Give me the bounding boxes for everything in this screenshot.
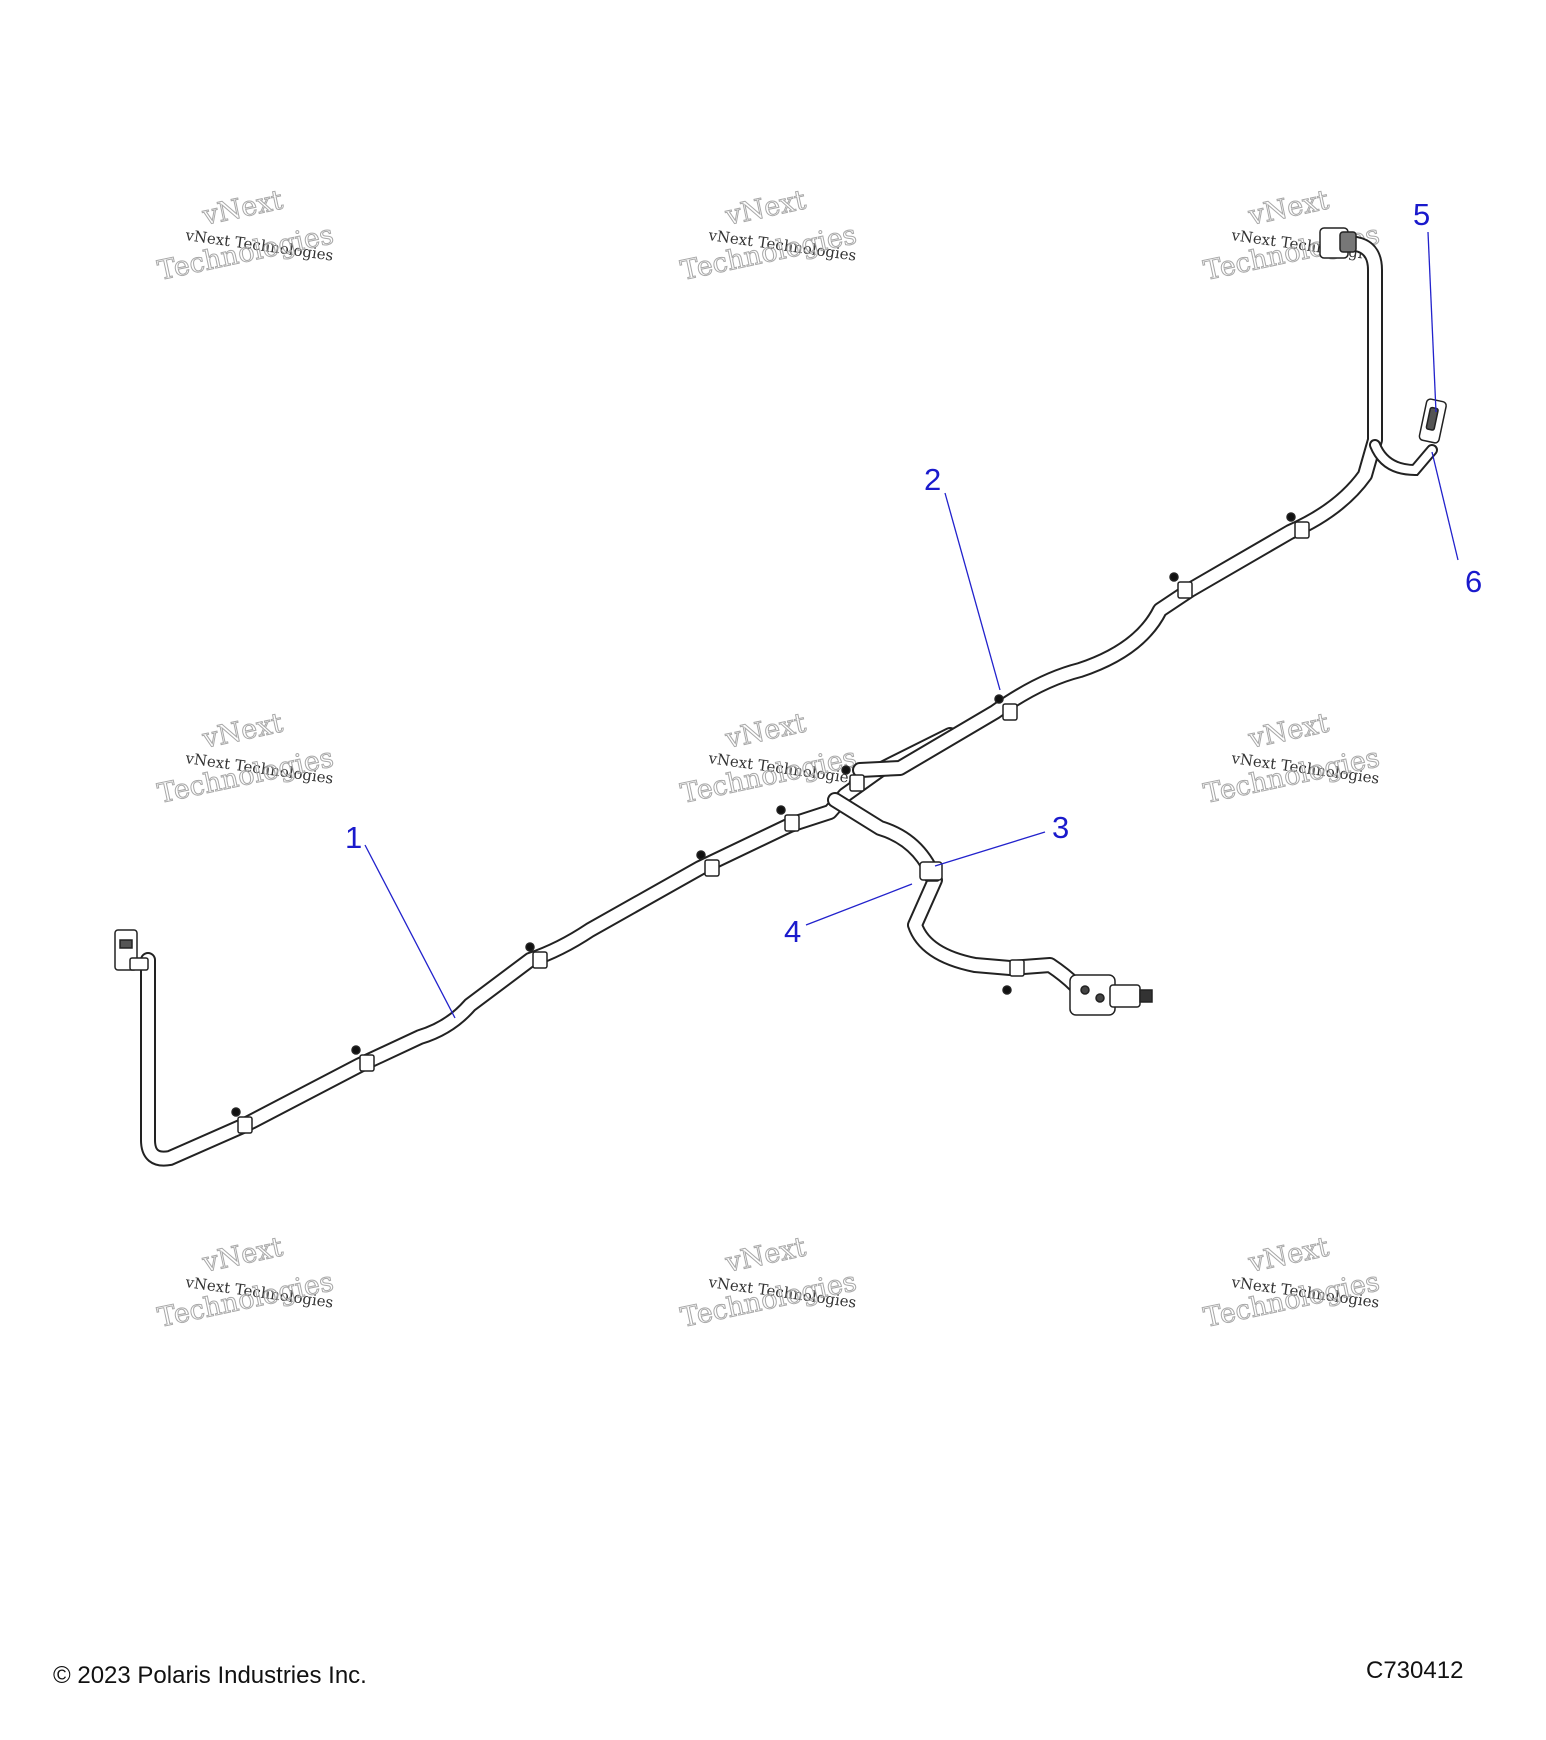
svg-text:Technologies: Technologies — [678, 1266, 859, 1333]
svg-text:vNext: vNext — [722, 185, 809, 232]
watermark: vNext vNext Technologies Technologies — [155, 184, 337, 287]
callout-3: 3 — [1052, 810, 1069, 845]
harness-body-upper — [854, 234, 1381, 776]
watermark: vNext vNext Technologies Technologies — [678, 184, 860, 287]
connector-left — [114, 929, 149, 971]
watermark: vNext vNext Technologies Technologies — [1201, 1231, 1383, 1334]
svg-text:vNext: vNext — [1245, 708, 1332, 755]
watermark: vNext vNext Technologies Technologies — [1201, 707, 1383, 810]
clip — [1286, 512, 1310, 539]
connector-item-5 — [1418, 398, 1447, 444]
svg-text:vNext: vNext — [199, 1232, 286, 1279]
svg-text:vNext: vNext — [1245, 1232, 1332, 1279]
leader-3 — [934, 831, 1046, 867]
t-junction-item-3 — [919, 861, 943, 881]
leader-6 — [1431, 451, 1459, 561]
watermark: vNext vNext Technologies Technologies — [155, 707, 337, 810]
svg-text:vNext: vNext — [199, 708, 286, 755]
clip — [994, 694, 1018, 721]
clip — [841, 765, 865, 792]
callout-5: 5 — [1413, 197, 1430, 232]
svg-text:vNext: vNext — [199, 185, 286, 232]
harness-body — [142, 729, 956, 1165]
copyright-text: © 2023 Polaris Industries Inc. — [53, 1662, 367, 1689]
clip — [1002, 959, 1025, 995]
connector-bottom — [1069, 974, 1153, 1016]
svg-text:Technologies: Technologies — [155, 742, 336, 809]
clip — [351, 1045, 375, 1072]
harness-body-branch-right — [1371, 441, 1436, 475]
callouts: 1 2 3 4 5 6 — [345, 197, 1482, 1019]
watermark: vNext vNext Technologies Technologies — [678, 1231, 860, 1334]
harness-clips — [231, 512, 1310, 1134]
clip — [696, 850, 720, 877]
clip — [525, 942, 548, 969]
callout-1: 1 — [345, 820, 362, 855]
leader-2 — [944, 492, 1001, 691]
leader-5 — [1427, 231, 1437, 413]
svg-text:vNext: vNext — [722, 1232, 809, 1279]
svg-text:Technologies: Technologies — [1201, 742, 1382, 809]
svg-text:Technologies: Technologies — [678, 219, 859, 286]
harness-outline-upper — [852, 232, 1383, 778]
clip — [776, 805, 800, 832]
watermark-grid: vNext vNext Technologies Technologies vN… — [155, 184, 1383, 1334]
clip — [1169, 572, 1193, 599]
callout-6: 6 — [1465, 564, 1482, 599]
wire-harness — [114, 227, 1447, 1167]
callout-2: 2 — [924, 462, 941, 497]
svg-text:Technologies: Technologies — [155, 219, 336, 286]
svg-text:Technologies: Technologies — [155, 1266, 336, 1333]
watermark: vNext vNext Technologies Technologies — [155, 1231, 337, 1334]
clip — [231, 1107, 253, 1134]
svg-text:Technologies: Technologies — [1201, 219, 1382, 286]
callout-4: 4 — [784, 914, 801, 949]
connector-top-right — [1319, 227, 1357, 259]
svg-text:vNext: vNext — [1245, 185, 1332, 232]
svg-text:vNext: vNext — [722, 708, 809, 755]
svg-text:Technologies: Technologies — [1201, 1266, 1382, 1333]
harness-body-branch-down — [829, 794, 1106, 1001]
leader-4 — [805, 883, 913, 926]
leader-1 — [364, 844, 456, 1019]
figure-id: C730412 — [1366, 1657, 1464, 1684]
